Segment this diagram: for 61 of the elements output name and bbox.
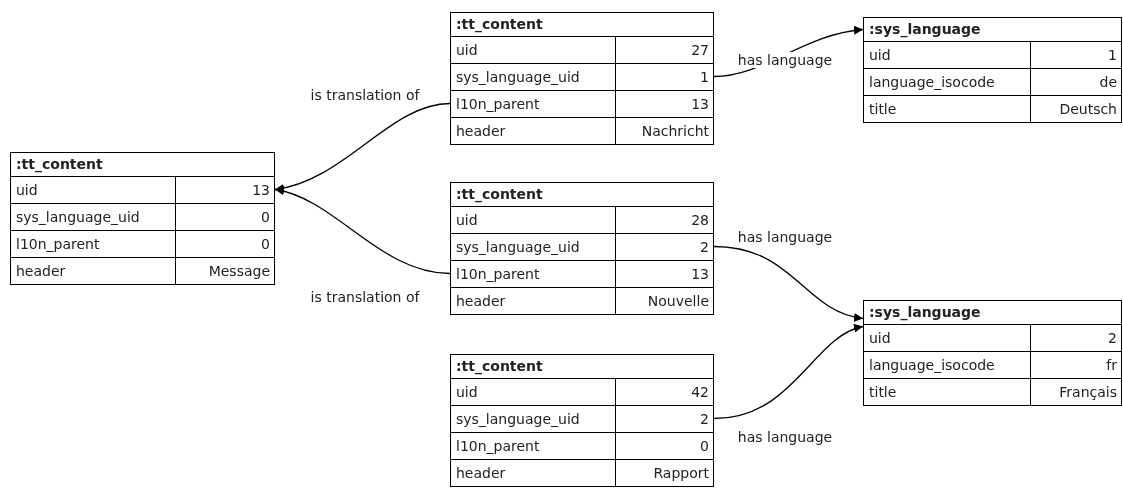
field-name: language_isocode xyxy=(864,351,1031,378)
table-title: :sys_language xyxy=(868,303,982,323)
edge-label: is translation of xyxy=(308,289,422,305)
edge-label: is translation of xyxy=(308,87,422,103)
field-value: 2 xyxy=(616,233,713,260)
arrow xyxy=(713,245,864,322)
field-value: 0 xyxy=(176,230,274,257)
field-name: sys_language_uid xyxy=(451,63,616,90)
field-name: sys_language_uid xyxy=(451,405,616,432)
field-value: 2 xyxy=(616,405,713,432)
object-table xyxy=(863,300,1122,406)
table-title: :sys_language xyxy=(868,20,982,40)
field-value: Rapport xyxy=(616,459,713,486)
object-table xyxy=(450,354,714,487)
field-name: header xyxy=(451,459,616,486)
field-name: l10n_parent xyxy=(451,90,616,117)
field-value: 0 xyxy=(176,203,274,230)
field-value: 27 xyxy=(616,36,713,63)
field-value: Nachricht xyxy=(616,117,713,144)
field-name: uid xyxy=(451,206,616,233)
field-name: header xyxy=(11,257,176,284)
field-value: 0 xyxy=(616,432,713,459)
field-name: uid xyxy=(451,378,616,405)
field-value: 1 xyxy=(616,63,713,90)
table-title: :tt_content xyxy=(455,357,544,377)
field-name: header xyxy=(451,117,616,144)
field-name: l10n_parent xyxy=(451,432,616,459)
object-table xyxy=(10,152,275,285)
field-name: uid xyxy=(451,36,616,63)
field-name: uid xyxy=(864,41,1031,68)
field-name: uid xyxy=(864,324,1031,351)
field-name: header xyxy=(451,287,616,314)
object-table xyxy=(450,12,714,145)
field-value: 28 xyxy=(616,206,713,233)
table-title: :tt_content xyxy=(455,185,544,205)
field-name: title xyxy=(864,378,1031,405)
field-name: sys_language_uid xyxy=(451,233,616,260)
field-name: l10n_parent xyxy=(451,260,616,287)
table-title: :tt_content xyxy=(15,155,104,175)
field-value: 2 xyxy=(1031,324,1121,351)
field-value: fr xyxy=(1031,351,1121,378)
table-title: :tt_content xyxy=(455,15,544,35)
field-value: de xyxy=(1031,68,1121,95)
object-table xyxy=(450,182,714,315)
field-value: 1 xyxy=(1031,41,1121,68)
field-value: Français xyxy=(1031,378,1121,405)
field-value: 13 xyxy=(616,90,713,117)
field-value: 42 xyxy=(616,378,713,405)
field-value: Deutsch xyxy=(1031,95,1121,122)
field-value: 13 xyxy=(616,260,713,287)
field-name: l10n_parent xyxy=(11,230,176,257)
field-name: uid xyxy=(11,176,176,203)
arrow xyxy=(274,187,451,275)
field-value: 13 xyxy=(176,176,274,203)
field-value: Nouvelle xyxy=(616,287,713,314)
field-name: language_isocode xyxy=(864,68,1031,95)
object-table xyxy=(863,17,1122,123)
arrow xyxy=(713,324,864,420)
field-value: Message xyxy=(176,257,274,284)
field-name: sys_language_uid xyxy=(11,203,176,230)
field-name: title xyxy=(864,95,1031,122)
